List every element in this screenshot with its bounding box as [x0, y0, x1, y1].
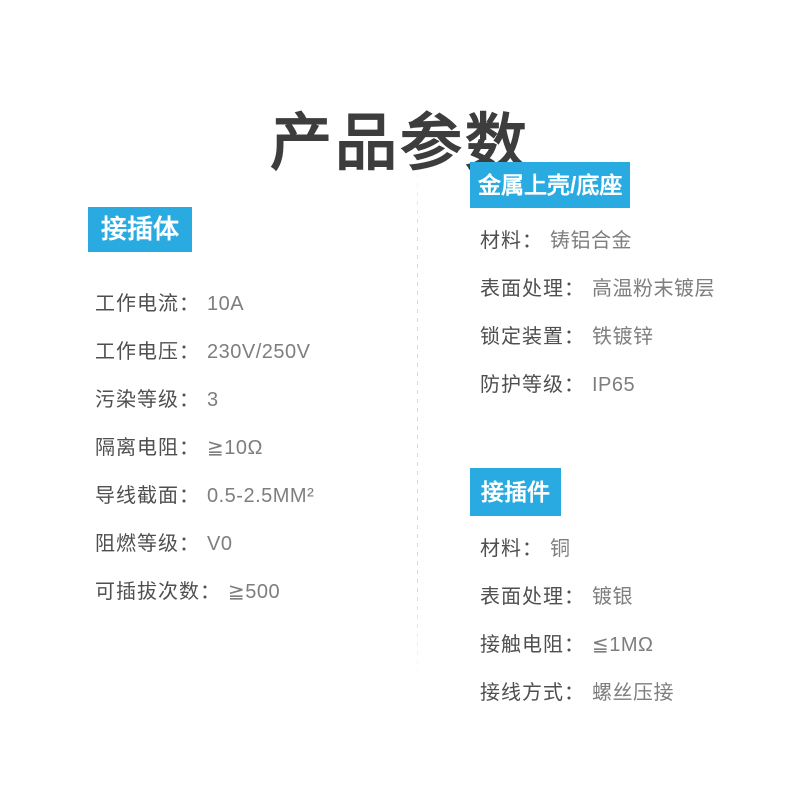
spec-row: 工作电压： 230V/250V — [95, 342, 314, 363]
spec-list-connector-body: 工作电流： 10A 工作电压： 230V/250V 污染等级： 3 隔离电阻： ≧10Ω… — [95, 294, 314, 603]
spec-row: 材料： 铜 — [480, 539, 674, 560]
section-header-connector-part: 接插件 — [470, 468, 561, 516]
spec-value: 铜 — [550, 538, 571, 560]
spec-label: 可插拔次数： — [95, 581, 221, 603]
spec-label: 工作电流： — [95, 293, 200, 315]
spec-value: 10A — [207, 293, 245, 315]
spec-value: ≦1MΩ — [592, 634, 654, 656]
spec-value: 高温粉末镀层 — [592, 278, 715, 300]
spec-row: 锁定装置： 铁镀锌 — [480, 327, 715, 348]
spec-value: ≧10Ω — [207, 437, 263, 459]
spec-value: 铸铝合金 — [550, 230, 632, 252]
spec-row: 接触电阻： ≦1MΩ — [480, 635, 674, 656]
spec-label: 工作电压： — [95, 341, 200, 363]
column-divider — [417, 165, 418, 685]
spec-row: 材料： 铸铝合金 — [480, 231, 715, 252]
spec-label: 接线方式： — [480, 682, 585, 704]
spec-value: 0.5-2.5MM² — [207, 485, 315, 507]
spec-label: 隔离电阻： — [95, 437, 200, 459]
spec-value: 镀银 — [592, 586, 633, 608]
section-header-connector-body: 接插体 — [88, 207, 193, 252]
spec-row: 可插拔次数： ≧500 — [95, 582, 314, 603]
spec-label: 锁定装置： — [480, 326, 585, 348]
spec-label: 材料： — [480, 230, 543, 252]
spec-row: 隔离电阻： ≧10Ω — [95, 438, 314, 459]
spec-value: 铁镀锌 — [592, 326, 654, 348]
spec-value: 230V/250V — [207, 341, 311, 363]
spec-label: 防护等级： — [480, 374, 585, 396]
spec-value: IP65 — [592, 374, 636, 396]
spec-label: 表面处理： — [480, 586, 585, 608]
spec-value: 螺丝压接 — [592, 682, 674, 704]
spec-label: 导线截面： — [95, 485, 200, 507]
spec-row: 表面处理： 高温粉末镀层 — [480, 279, 715, 300]
spec-row: 污染等级： 3 — [95, 390, 314, 411]
spec-value: V0 — [207, 533, 233, 555]
spec-row: 表面处理： 镀银 — [480, 587, 674, 608]
spec-row: 导线截面： 0.5-2.5MM² — [95, 486, 314, 507]
spec-label: 表面处理： — [480, 278, 585, 300]
spec-label: 材料： — [480, 538, 543, 560]
spec-value: ≧500 — [228, 581, 281, 603]
spec-row: 接线方式： 螺丝压接 — [480, 683, 674, 704]
spec-list-metal-shell-base: 材料： 铸铝合金 表面处理： 高温粉末镀层 锁定装置： 铁镀锌 防护等级： IP65 — [480, 231, 715, 396]
spec-row: 阻燃等级： V0 — [95, 534, 314, 555]
spec-row: 防护等级： IP65 — [480, 375, 715, 396]
spec-label: 接触电阻： — [480, 634, 585, 656]
spec-label: 阻燃等级： — [95, 533, 200, 555]
page-title: 产品参数 — [269, 108, 530, 178]
spec-value: 3 — [207, 389, 219, 411]
spec-row: 工作电流： 10A — [95, 294, 314, 315]
spec-list-connector-part: 材料： 铜 表面处理： 镀银 接触电阻： ≦1MΩ 接线方式： 螺丝压接 — [480, 539, 674, 704]
section-header-metal-shell-base: 金属上壳/底座 — [470, 162, 631, 208]
spec-label: 污染等级： — [95, 389, 200, 411]
